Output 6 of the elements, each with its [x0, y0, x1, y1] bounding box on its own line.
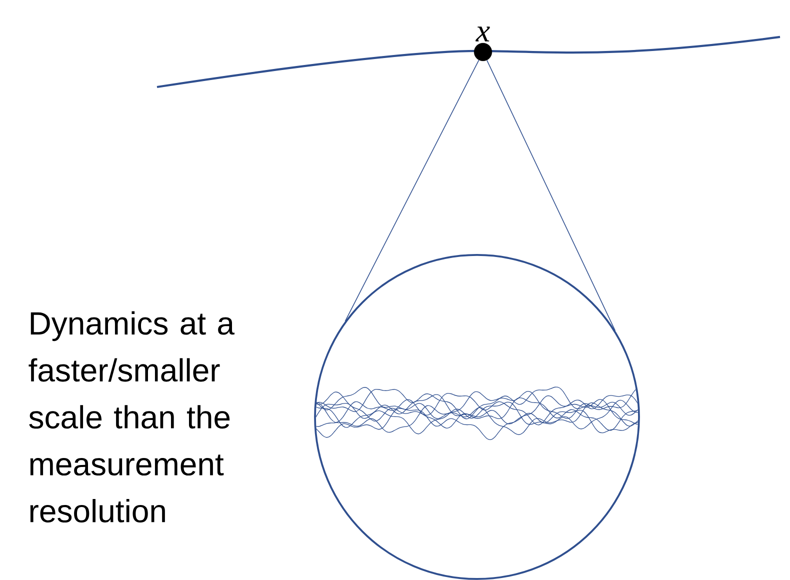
- zoom-line: [486, 60, 616, 332]
- zoom-line: [344, 60, 480, 322]
- description-text: Dynamics at a faster/smaller scale than the measurement resolution: [28, 311, 234, 522]
- variable-label: x: [476, 26, 490, 42]
- point-dot: [474, 42, 492, 62]
- magnified-circle: [314, 254, 640, 580]
